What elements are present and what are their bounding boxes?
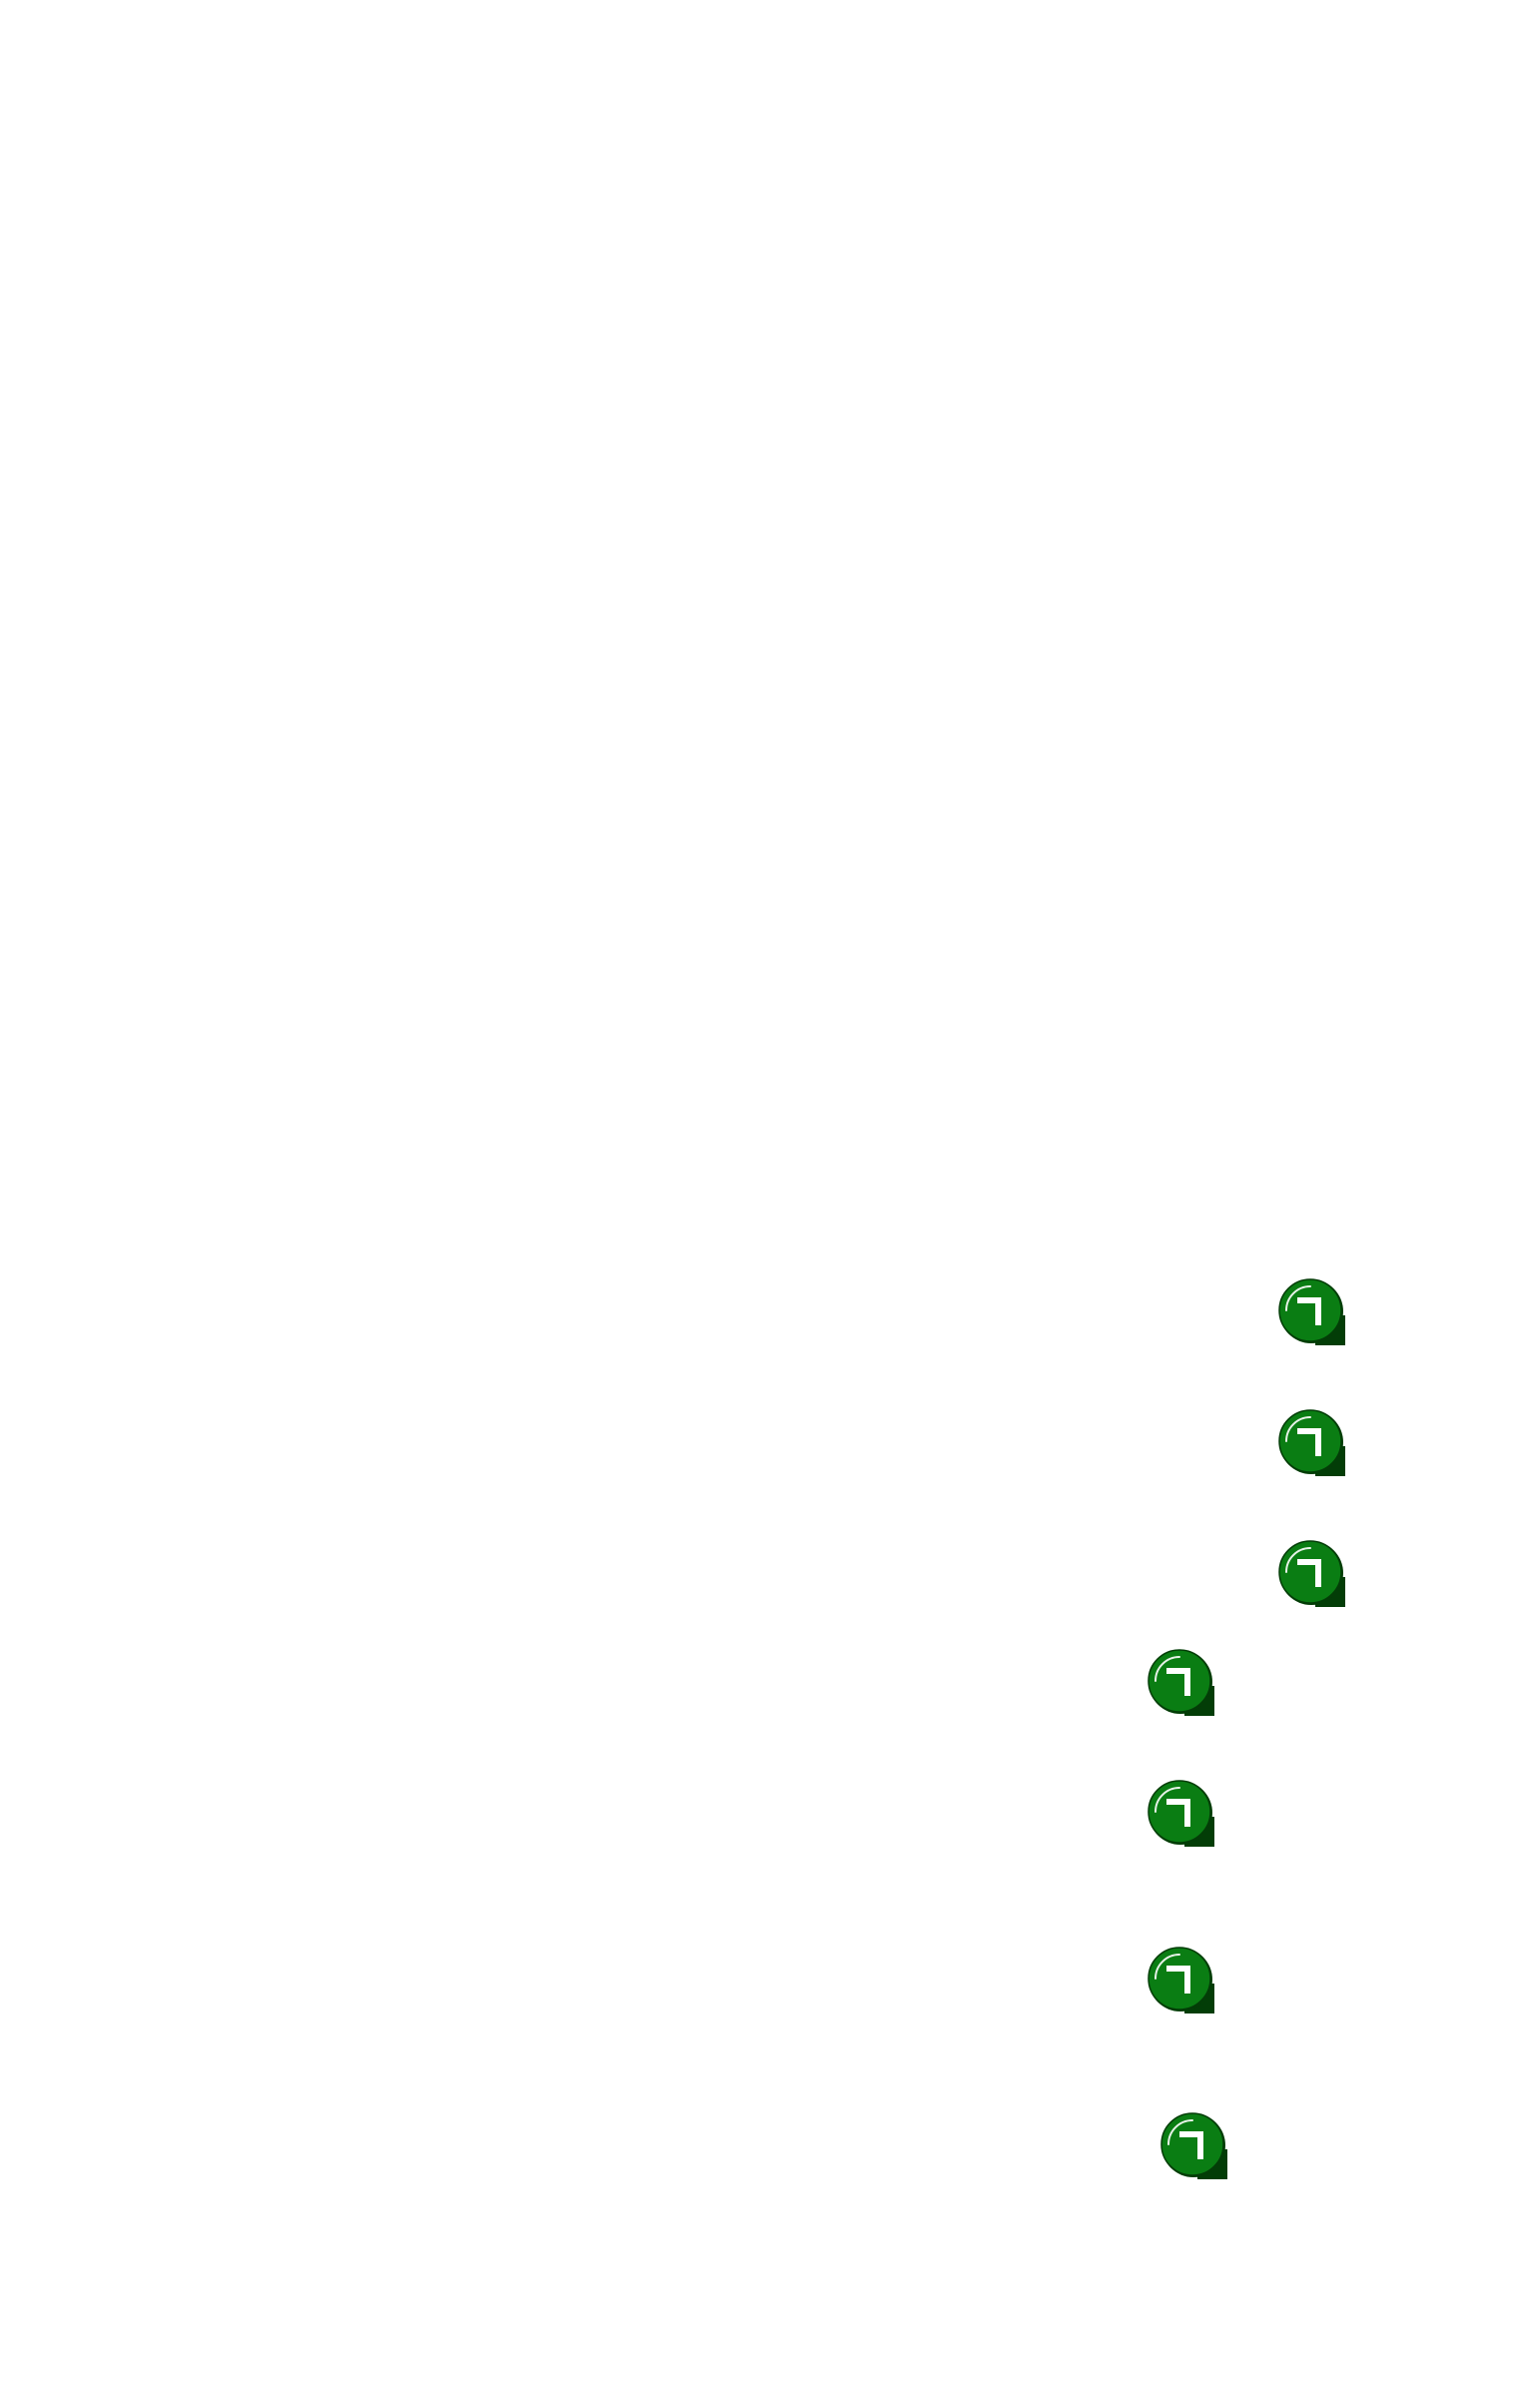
green-round-marker-icon [1148,1649,1214,1716]
green-round-marker-icon [1278,1409,1345,1476]
green-round-marker-icon [1278,1278,1345,1345]
green-marker-button[interactable] [1277,1539,1349,1611]
green-marker-button[interactable] [1277,1408,1349,1480]
green-round-marker-icon [1160,2112,1227,2179]
green-round-marker-icon [1148,1780,1214,1847]
green-round-marker-icon [1278,1540,1345,1607]
green-marker-button[interactable] [1277,1277,1349,1349]
green-marker-button[interactable] [1159,2111,1231,2183]
green-round-marker-icon [1148,1947,1214,2013]
green-marker-button[interactable] [1147,1648,1218,1720]
green-marker-button[interactable] [1147,1779,1218,1851]
green-marker-button[interactable] [1147,1946,1218,2017]
